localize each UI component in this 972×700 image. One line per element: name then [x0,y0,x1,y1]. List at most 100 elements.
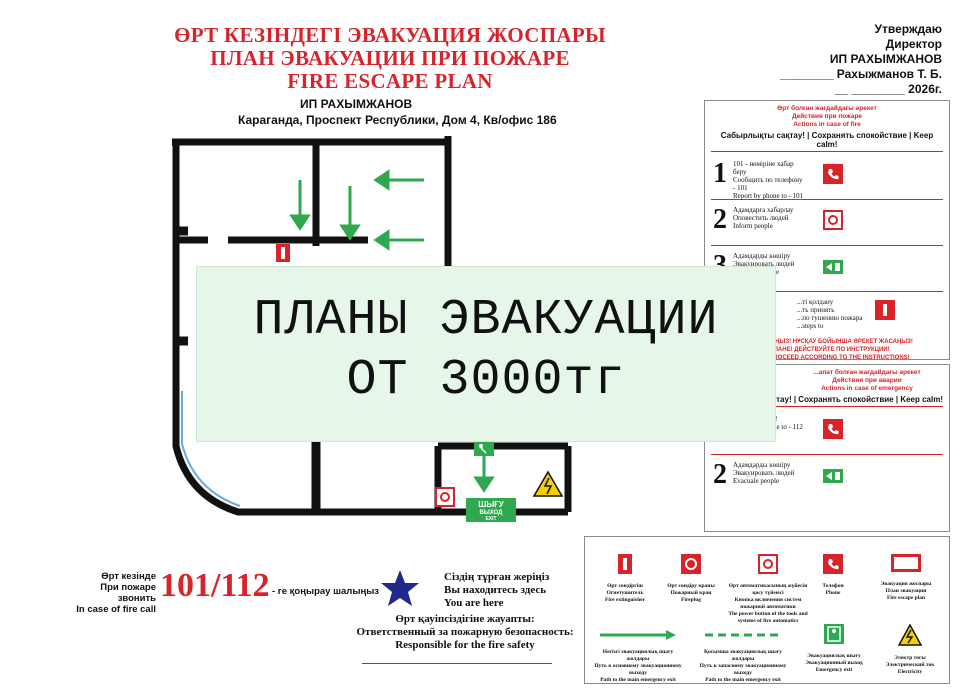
legend-emergency-exit-label: Эвакуациялық шығу Эвакуационный выход Em… [805,653,863,673]
emergency-phone-icon [823,419,843,439]
legend-spare-exit-path-label: Қосымша эвакуациялық шығу жолдары Путь к… [699,649,787,683]
legend-electricity-icon [898,624,922,646]
legend-main-exit-arrow-icon [600,630,676,640]
banner-line-1: ПЛАНЫ ЭВАКУАЦИИ [253,292,719,349]
responsible-block: Өрт қауіпсіздігіне жауапты: Ответственны… [330,613,600,652]
fire-step-4: ...ті қолдану ...ть принять ...по тушени… [711,292,943,336]
legend-spare-exit-path: Қосымша эвакуациялық шығу жолдары Путь к… [693,623,793,684]
legend-escape-plan: Эвакуация жоспары План эвакуации Fire es… [869,547,943,602]
fire-step-1-text: 101 - нөміріне хабар беру Сообщить по те… [733,160,804,200]
exit-sign: ШЫҒУ ВЫХОД EXIT [466,498,516,522]
fire-step-1: 1 101 - нөміріне хабар беру Сообщить по … [711,154,943,200]
electricity-warning-icon [532,470,564,497]
fire-panel-title-en: Actions in case of fire [793,121,861,128]
approval-line-5: __ ________ 2026г. [834,82,942,96]
legend-extinguisher-icon [618,554,632,574]
title-ru: ПЛАН ЭВАКУАЦИИ ПРИ ПОЖАРЕ [210,46,570,70]
address: Караганда, Проспект Республики, Дом 4, К… [238,113,557,127]
banner-line-2: ОТ 3000тг [346,352,626,409]
fire-panel-keep-calm: Сабырлықты сақтау! | Сохранять спокойств… [711,131,943,152]
you-are-here-kz: Сіздің тұрған жеріңіз [444,571,550,583]
emergency-panel-keep-calm: ...тау! | Сохранять спокойствие | Keep c… [711,395,943,407]
plan-arrow-down-3 [473,476,495,493]
symbol-legend: Өрт сөндіргіш Огнетушитель Fire extingui… [584,536,950,684]
legend-extinguisher-label: Өрт сөндіргіш Огнетушитель Fire extingui… [604,583,646,603]
alarm-button-icon [823,210,843,230]
phone-icon [823,164,843,184]
legend-phone: Телефон Phone [813,547,853,597]
legend-electricity: Электр тогы Электрический ток Electricit… [877,617,943,676]
legend-fireplug: Өрт сөндіру краны Пожарный кран Fireplug [661,547,721,604]
fire-call-label-kz: Өрт кезінде [101,571,156,582]
you-are-here-en: You are here [444,597,504,609]
price-banner: ПЛАНЫ ЭВАКУАЦИИ ОТ 3000тг [196,266,776,442]
legend-emergency-exit-icon [824,624,844,644]
plan-arrow-left-1 [373,169,390,191]
legend-automatics-button-label: Өрт автоматикасының жүйесін қосу түймесі… [728,583,808,624]
exit-arrow-icon [823,260,843,274]
legend-automatics-button-icon [758,554,778,574]
exit-sign-kz: ШЫҒУ [478,500,504,509]
legend-electricity-label: Электр тогы Электрический ток Electricit… [885,655,935,675]
fire-call-labels: Өрт кезінде При пожаре звонить In case o… [66,571,156,615]
legend-main-exit-path: Негізгі эвакуациялық шығу жолдары Путь к… [593,623,683,684]
fire-step-2-text: Адамдарға хабарлау Оповестить людей Info… [733,206,794,230]
plan-arrow-down-1 [289,214,311,231]
you-are-here-ru: Вы находитесь здесь [444,584,547,596]
plan-titles: ӨРТ КЕЗІНДЕГІ ЭВАКУАЦИЯ ЖОСПАРЫ ПЛАН ЭВА… [130,24,650,93]
legend-escape-plan-icon [891,554,921,572]
organization-name: ИП РАХЫМЖАНОВ [300,97,413,111]
legend-automatics-button: Өрт автоматикасының жүйесін қосу түймесі… [725,547,811,625]
plan-arrow-left-2 [373,229,390,251]
fire-call-label-en: In case of fire call [76,604,156,615]
exit-sign-ru: ВЫХОД [480,510,504,516]
emergency-panel-title-kz: ...апат болған жағдайдағы әрекет [813,369,921,376]
exit-direction-icon [474,442,494,456]
plan-bay-window [172,386,303,516]
title-en: FIRE ESCAPE PLAN [287,69,493,93]
legend-fireplug-label: Өрт сөндіру краны Пожарный кран Fireplug [667,583,715,603]
fire-step-2-number: 2 [713,204,727,235]
legend-emergency-exit: Эвакуациялық шығу Эвакуационный выход Em… [803,617,865,674]
fire-panel-title-ru: Действия при пожаре [791,113,863,120]
plan-bay-window-glass [181,391,241,507]
you-are-here-star-icon [381,570,419,606]
emergency-step-2-number: 2 [713,459,727,490]
fire-step-2: 2 Адамдарға хабарлау Оповестить людей In… [711,200,943,246]
fire-call-label-ru: При пожаре звонить [100,582,156,604]
fire-call-tail: - ге қоңырау шалыңыз [272,586,380,597]
legend-escape-plan-label: Эвакуация жоспары План эвакуации Fire es… [880,581,932,601]
plan-arrow-down-2 [339,224,361,241]
approval-line-3: ИП РАХЫМЖАНОВ [829,52,942,66]
title-kz: ӨРТ КЕЗІНДЕГІ ЭВАКУАЦИЯ ЖОСПАРЫ [174,23,606,47]
legend-spare-exit-dashed-icon [705,633,781,637]
you-are-here-text: Сіздің тұрған жеріңіз Вы находитесь здес… [444,571,549,610]
legend-phone-icon [823,554,843,574]
fire-extinguisher-small-icon [875,300,895,320]
emergency-exit-arrow-icon [823,469,843,483]
emergency-panel-title-en: Actions in case of emergency [821,385,913,392]
responsible-kz: Өрт қауіпсіздігіне жауапты: [395,613,535,625]
emergency-panel-title-ru: Действия при аварии [832,377,902,384]
approval-line-4: ________ Рахыжманов Т. Б. [780,67,942,81]
emergency-step-2: 2 Адамдарды көшіру Эвакуировать людей Ev… [711,455,943,501]
approval-line-1: Утверждаю [874,22,942,36]
fire-alarm-button-icon [435,487,455,507]
responsible-en: Responsible for the fire safety [395,639,535,651]
fire-step-1-fine [853,158,945,164]
extinguisher-icon [276,244,290,262]
legend-fireplug-icon [681,554,701,574]
exit-sign-en: EXIT [485,516,496,522]
plan-outer-wall-top [172,136,452,146]
legend-main-exit-path-label: Негізгі эвакуациялық шығу жолдары Путь к… [594,649,682,683]
floor-plan: ШЫҒУ ВЫХОД EXIT [172,136,572,522]
fire-call-number: 101/112 [160,567,270,604]
fire-panel-title-kz: Өрт болған жағдайдағы әрекет [777,105,877,112]
approval-line-2: Директор [885,37,942,51]
fire-step-1-number: 1 [713,158,727,189]
fire-step-4-text: ...ті қолдану ...ть принять ...по тушени… [797,298,863,330]
responsible-signature-line [362,663,552,664]
legend-phone-label: Телефон Phone [822,583,844,596]
approval-block: Утверждаю Директор ИП РАХЫМЖАНОВ _______… [780,22,942,97]
emergency-step-2-text: Адамдарды көшіру Эвакуировать людей Evac… [733,461,795,485]
